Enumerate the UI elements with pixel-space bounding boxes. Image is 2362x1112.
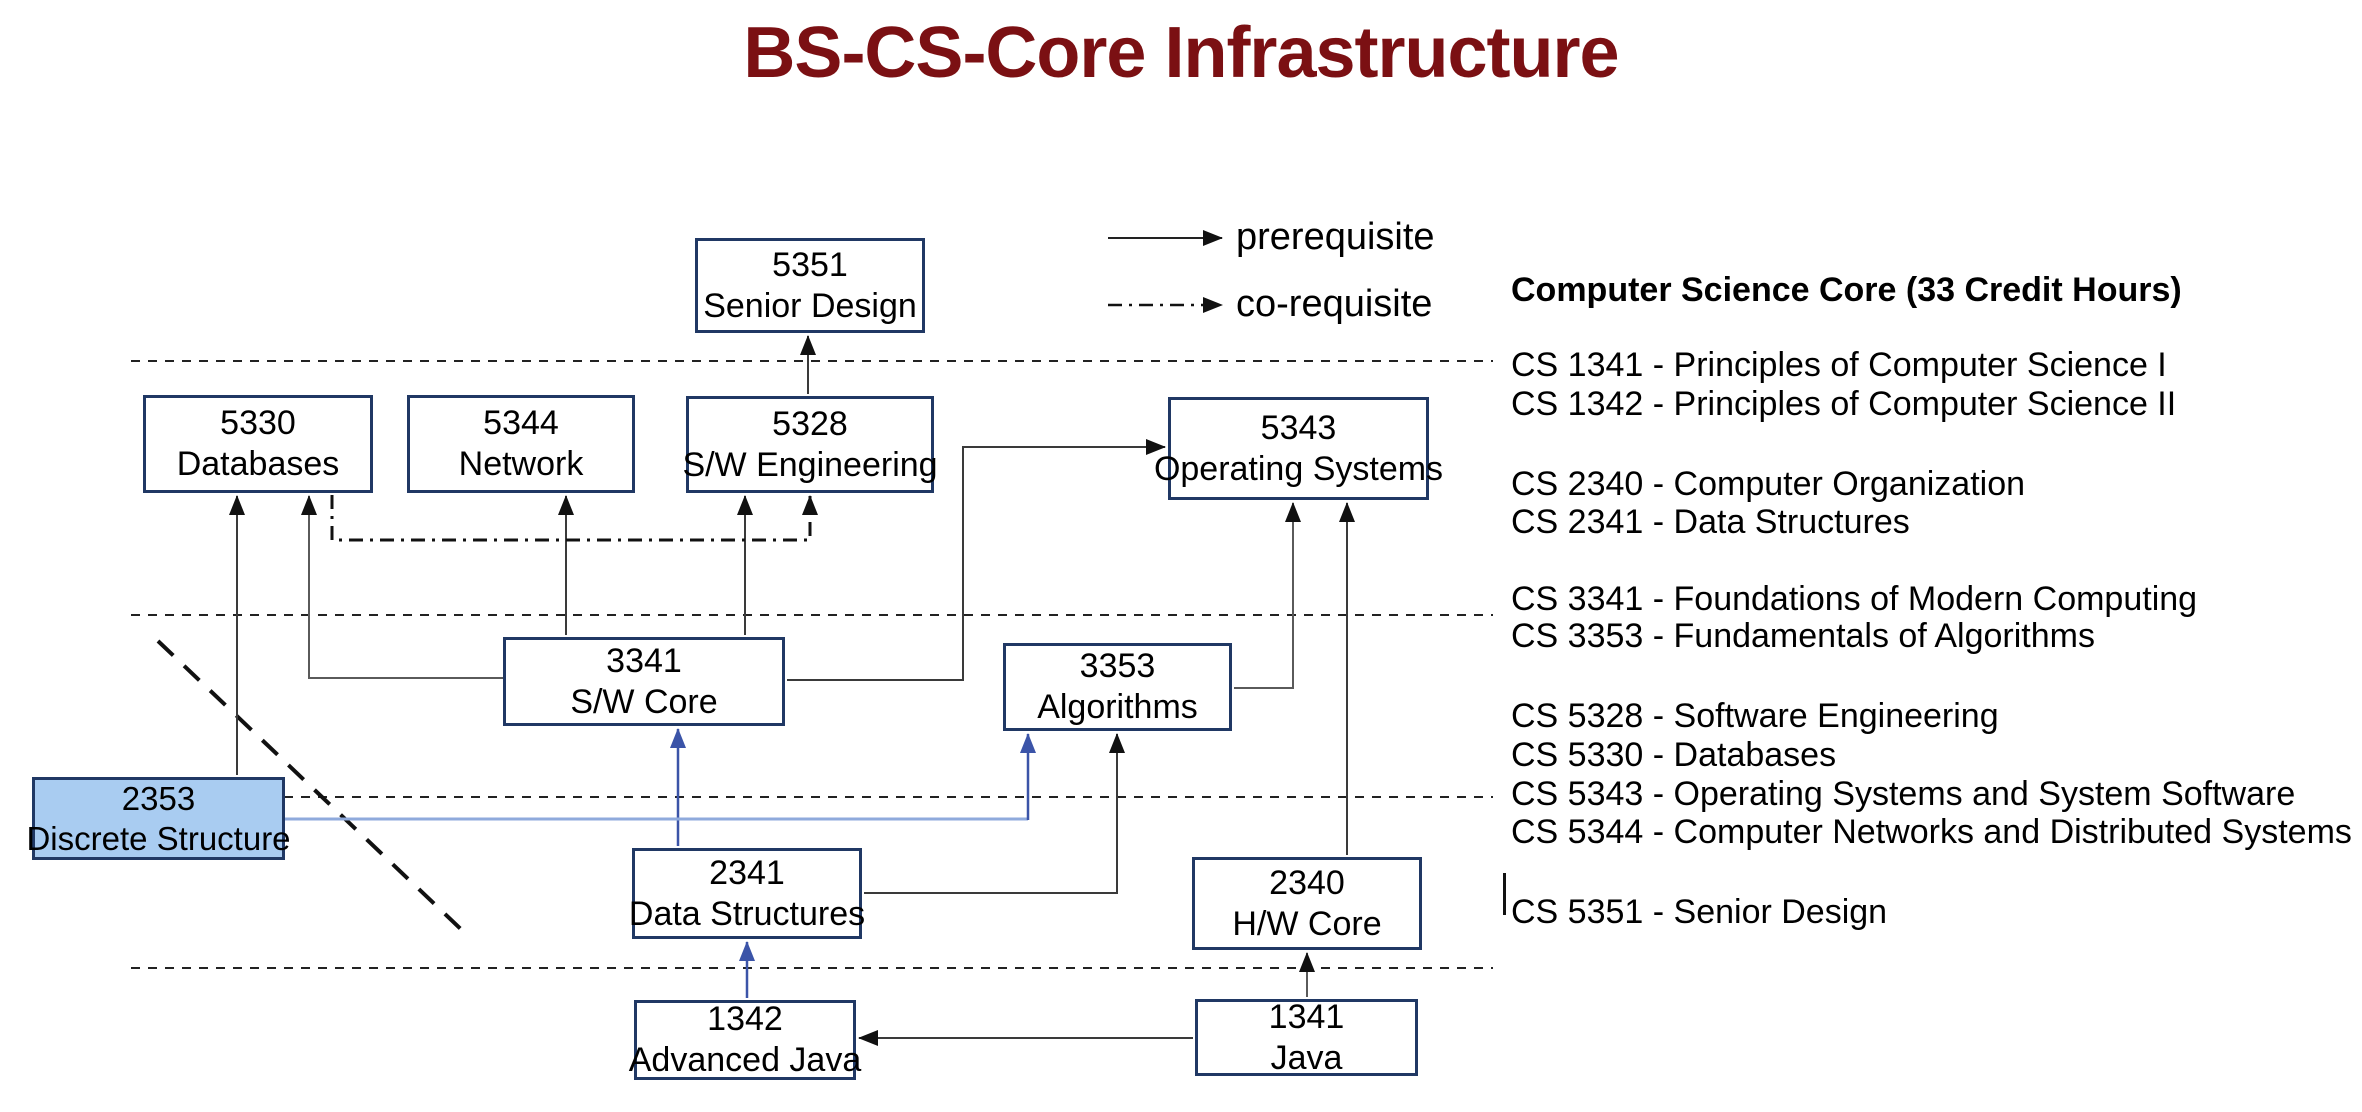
course-name: Discrete Structure bbox=[26, 819, 291, 857]
course-list-item: CS 1342 - Principles of Computer Science… bbox=[1511, 385, 2177, 423]
course-box-2353-highlighted: 2353 Discrete Structure bbox=[26, 777, 291, 860]
course-box-2340: 2340 H/W Core bbox=[1192, 857, 1422, 950]
course-name: S/W Core bbox=[570, 682, 718, 721]
course-list-item: CS 5328 - Software Engineering bbox=[1511, 697, 1999, 735]
course-number: 2341 bbox=[709, 853, 785, 892]
course-box-3341: 3341 S/W Core bbox=[503, 637, 785, 726]
course-box-1342: 1342 Advanced Java bbox=[629, 1000, 861, 1080]
course-name: Operating Systems bbox=[1153, 449, 1444, 488]
text-cursor bbox=[1503, 873, 1506, 915]
course-number: 5351 bbox=[772, 245, 848, 284]
course-number: 3353 bbox=[1079, 647, 1156, 685]
arrow-2341-to-3353 bbox=[864, 733, 1125, 894]
course-box-5343: 5343 Operating Systems bbox=[1154, 397, 1443, 500]
course-name: Advanced Java bbox=[628, 1041, 862, 1079]
arrow-3341-to-5330 bbox=[301, 495, 503, 679]
course-name: Databases bbox=[176, 445, 340, 483]
course-box-5351: 5351 Senior Design bbox=[695, 238, 925, 333]
course-number: 2353 bbox=[121, 779, 196, 817]
course-name: H/W Core bbox=[1232, 904, 1382, 943]
course-box-1341: 1341 Java bbox=[1195, 997, 1418, 1077]
course-number: 2340 bbox=[1269, 863, 1345, 902]
course-number: 3341 bbox=[606, 641, 682, 680]
course-name: Algorithms bbox=[1037, 688, 1198, 726]
course-number: 5328 bbox=[772, 404, 848, 443]
course-name: S/W Engineering bbox=[682, 445, 938, 484]
course-box-3353: 3353 Algorithms bbox=[1003, 643, 1232, 731]
course-list-item: CS 5330 - Databases bbox=[1511, 736, 1837, 774]
course-list-item: CS 3341 - Foundations of Modern Computin… bbox=[1511, 580, 2198, 618]
course-list-item: CS 5344 - Computer Networks and Distribu… bbox=[1511, 813, 2352, 851]
course-number: 5330 bbox=[220, 404, 296, 442]
arrow-3353-to-5343 bbox=[1234, 502, 1301, 689]
page-title: BS-CS-Core Infrastructure bbox=[743, 13, 1619, 93]
course-name: Java bbox=[1270, 1038, 1343, 1077]
course-list-item: CS 2341 - Data Structures bbox=[1511, 503, 1910, 541]
course-list-item: CS 2340 - Computer Organization bbox=[1511, 465, 2026, 503]
arrow-3341-to-5343 bbox=[787, 439, 1166, 681]
course-number: 5343 bbox=[1260, 408, 1337, 447]
course-list-item: CS 5351 - Senior Design bbox=[1511, 893, 1888, 931]
legend-corequisite-label: co-requisite bbox=[1236, 283, 1433, 325]
course-number: 1342 bbox=[707, 1000, 783, 1038]
course-list-item: CS 3353 - Fundamentals of Algorithms bbox=[1511, 617, 2095, 655]
legend-prerequisite-label: prerequisite bbox=[1236, 216, 1435, 258]
course-list-heading: Computer Science Core (33 Credit Hours) bbox=[1511, 271, 2182, 309]
corequisite-5330-to-5328 bbox=[330, 495, 818, 542]
course-list-item: CS 5343 - Operating Systems and System S… bbox=[1511, 775, 2296, 813]
course-name: Data Structures bbox=[628, 894, 866, 933]
course-box-2341: 2341 Data Structures bbox=[628, 848, 866, 939]
course-name: Senior Design bbox=[703, 286, 917, 325]
course-list-item: CS 1341 - Principles of Computer Science… bbox=[1511, 346, 2167, 384]
course-number: 1341 bbox=[1268, 997, 1345, 1036]
course-box-5344: 5344 Network bbox=[407, 395, 635, 493]
course-box-5330: 5330 Databases bbox=[143, 395, 373, 493]
course-number: 5344 bbox=[483, 404, 559, 442]
course-box-5328: 5328 S/W Engineering bbox=[682, 396, 938, 493]
course-name: Network bbox=[458, 445, 584, 483]
